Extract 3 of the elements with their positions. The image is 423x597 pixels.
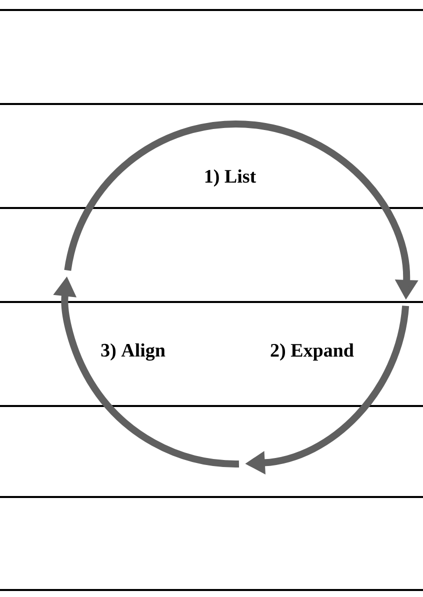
step-label: 2) Expand <box>270 343 354 361</box>
step-label: 3) Align <box>101 343 166 361</box>
step-label: 1) List <box>205 169 256 187</box>
